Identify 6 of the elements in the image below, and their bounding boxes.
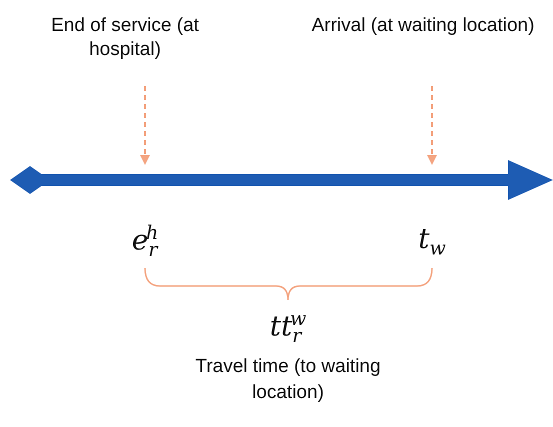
annotation-text: Travel time (to waiting location)	[194, 355, 382, 405]
dashed-arrow	[140, 86, 150, 165]
event-label: Arrival (at waiting location)	[298, 14, 548, 66]
event-label: End of service (at hospital)	[20, 14, 230, 66]
dashed-arrow	[427, 86, 437, 165]
time-symbol: t$_{w}$	[417, 222, 447, 260]
